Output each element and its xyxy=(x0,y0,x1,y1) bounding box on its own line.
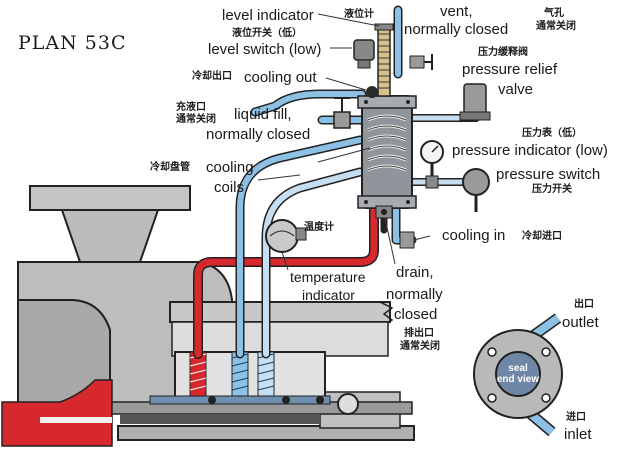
label-coils-zh: 冷却盘管 xyxy=(150,162,190,173)
label-coils-line2: coils xyxy=(214,179,245,196)
temperature-indicator xyxy=(265,219,307,253)
plan-title: PLAN 53C xyxy=(18,32,127,54)
label-relief-line2: valve xyxy=(498,81,534,98)
label-drain-zh-line2: 通常关闭 xyxy=(400,341,440,352)
label-liquid-fill-line2: normally closed xyxy=(206,126,311,143)
label-drain-line2: normally xyxy=(386,286,443,303)
liquid-fill-valve xyxy=(333,97,351,129)
label-temperature-line2: indicator xyxy=(302,287,355,303)
label-cooling-in-zh: 冷却进口 xyxy=(522,231,562,242)
label-pressure-switch-zh: 压力开关 xyxy=(532,184,572,195)
pressure-gauge xyxy=(420,140,444,189)
label-relief-line1: pressure relief xyxy=(462,61,558,78)
level-switch xyxy=(353,39,378,98)
seal-chamber xyxy=(111,351,413,424)
drain-valve xyxy=(375,205,393,219)
label-temperature-line1: temperature xyxy=(290,269,366,285)
label-temperature-zh: 温度计 xyxy=(304,222,334,233)
label-pressure-indicator-zh: 压力表（低） xyxy=(522,128,582,139)
label-cooling-out-zh: 冷却出口 xyxy=(192,71,232,82)
label-pressure-indicator: pressure indicator (low) xyxy=(452,142,608,159)
pump-casing xyxy=(1,185,415,447)
label-vent-zh-line1: 气孔 xyxy=(544,8,564,19)
label-level-switch-zh: 液位开关（低） xyxy=(232,28,302,39)
vent-valve xyxy=(409,54,433,70)
label-coils-line1: cooling xyxy=(206,159,254,176)
label-relief-zh: 压力缓释阀 xyxy=(478,47,528,58)
pressure-switch xyxy=(462,168,490,212)
label-liquid-fill-zh-line2: 通常关闭 xyxy=(176,114,216,125)
label-cooling-in: cooling in xyxy=(442,227,506,244)
label-outlet: outlet xyxy=(562,314,599,331)
seal-pot-reservoir xyxy=(357,95,417,209)
label-seal-end-view-line2: end view xyxy=(496,374,540,385)
label-drain-zh-line1: 排出口 xyxy=(404,328,434,339)
level-indicator-gauge xyxy=(374,23,394,97)
label-vent-zh-line2: 通常关闭 xyxy=(536,21,576,32)
label-level-indicator-zh: 液位计 xyxy=(344,9,374,20)
label-liquid-fill-zh-line1: 充液口 xyxy=(176,102,206,113)
gland-port-blue-1 xyxy=(231,351,249,397)
label-drain-line1: drain, xyxy=(396,264,434,281)
label-level-indicator: level indicator xyxy=(222,7,314,24)
label-vent-line2: normally closed xyxy=(404,21,509,38)
label-inlet: inlet xyxy=(564,426,592,443)
label-cooling-out: cooling out xyxy=(244,69,317,86)
gland-port-blue-2 xyxy=(257,351,275,397)
cooling-in-valve xyxy=(399,231,415,249)
label-outlet-zh: 出口 xyxy=(574,299,594,310)
label-seal-end-view-line1: seal xyxy=(508,363,528,374)
label-level-switch: level switch (low) xyxy=(208,41,322,58)
label-inlet-zh: 进口 xyxy=(566,412,586,423)
label-pressure-switch: pressure switch xyxy=(496,166,601,183)
seal-end-view xyxy=(473,313,563,437)
label-drain-line3: closed xyxy=(394,306,438,323)
label-liquid-fill-line1: liquid fill, xyxy=(234,106,292,123)
pressure-relief-valve xyxy=(459,83,491,121)
label-vent-line1: vent, xyxy=(440,3,473,20)
leader-lines xyxy=(257,13,431,271)
